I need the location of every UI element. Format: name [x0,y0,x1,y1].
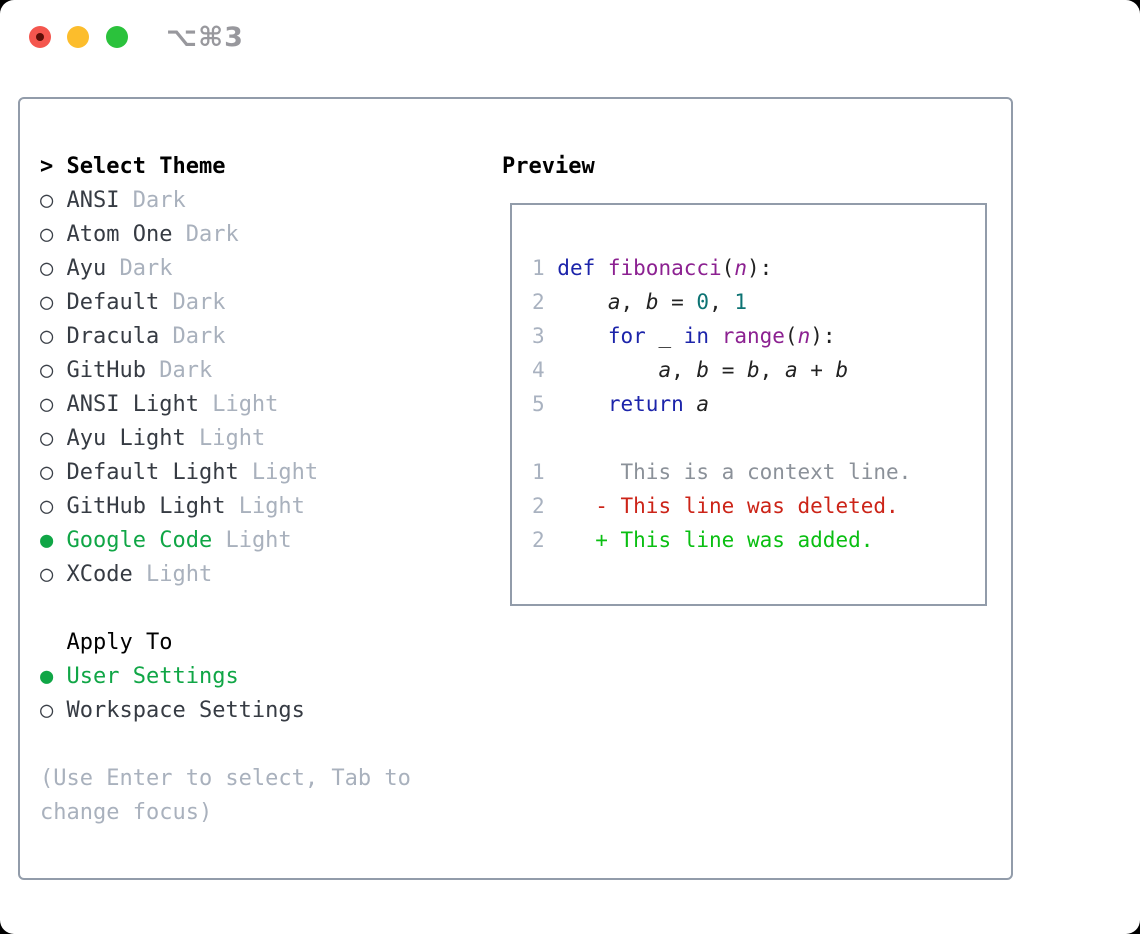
spacer [40,592,460,626]
radio-unselected-icon: ○ [40,392,54,417]
theme-variant: Dark [106,256,173,281]
theme-name: Google Code [66,528,213,553]
preview-title: Preview [502,154,595,179]
code-line: 4 a, b = b, a + b [532,358,849,382]
theme-name: Default [66,290,160,315]
radio-unselected-icon: ○ [40,290,54,315]
title-bar: ⌥⌘3 [0,0,1140,74]
theme-variant: Light [212,528,292,553]
theme-variant: Light [225,494,305,519]
radio-selected-icon: ● [40,664,54,689]
code-line: 1 def fibonacci(n): [532,256,773,280]
apply-to-title: Apply To [66,630,173,655]
preview-column: Preview 1 def fibonacci(n): 2 a, b = 0, 1… [502,150,987,606]
prompt-chevron-icon: > [40,154,54,179]
radio-unselected-icon: ○ [40,188,54,213]
radio-selected-icon: ● [40,528,54,553]
theme-name: ANSI [66,188,120,213]
diff-line: 2 + This line was added. [532,528,874,552]
apply-option-label: User Settings [66,664,239,689]
diff-line: 2 - This line was deleted. [532,494,899,518]
theme-option-xcode[interactable]: ○ XCode Light [40,558,460,592]
theme-option-ansi-light[interactable]: ○ ANSI Light Light [40,388,460,422]
theme-name: GitHub [66,358,146,383]
theme-name: Atom One [66,222,173,247]
diff-line: 1 This is a context line. [532,460,912,484]
apply-to-header: Apply To [40,626,460,660]
theme-name: Default Light [66,460,239,485]
select-theme-header: > Select Theme [40,150,460,184]
minimize-button[interactable] [67,26,89,48]
theme-name: XCode [66,562,133,587]
theme-variant: Dark [145,358,213,383]
theme-option-ayu-light[interactable]: ○ Ayu Light Light [40,422,460,456]
select-theme-title: Select Theme [66,154,226,179]
theme-list: ○ ANSI Dark○ Atom One Dark○ Ayu Dark○ De… [40,184,460,592]
apply-option-workspace-settings[interactable]: ○ Workspace Settings [40,694,460,728]
apply-option-label: Workspace Settings [66,698,305,723]
radio-unselected-icon: ○ [40,494,54,519]
theme-name: ANSI Light [66,392,199,417]
diff-preview: 1 This is a context line. 2 - This line w… [532,455,985,557]
apply-option-user-settings[interactable]: ● User Settings [40,660,460,694]
apply-to-list: ● User Settings○ Workspace Settings [40,660,460,728]
zoom-button[interactable] [106,26,128,48]
code-line: 3 for _ in range(n): [532,324,836,348]
theme-option-default-light[interactable]: ○ Default Light Light [40,456,460,490]
radio-unselected-icon: ○ [40,460,54,485]
theme-variant: Dark [119,188,186,213]
code-line: 2 a, b = 0, 1 [532,290,748,314]
theme-option-github[interactable]: ○ GitHub Dark [40,354,460,388]
theme-variant: Dark [159,324,226,349]
close-button[interactable] [29,26,51,48]
theme-picker-panel: > Select Theme ○ ANSI Dark○ Atom One Dar… [18,97,1013,880]
spacer [532,421,985,455]
theme-option-default[interactable]: ○ Default Dark [40,286,460,320]
theme-name: Ayu Light [66,426,186,451]
help-text: (Use Enter to select, Tab to change focu… [40,766,411,825]
left-column: > Select Theme ○ ANSI Dark○ Atom One Dar… [40,150,460,830]
radio-unselected-icon: ○ [40,256,54,281]
radio-unselected-icon: ○ [40,698,54,723]
theme-option-github-light[interactable]: ○ GitHub Light Light [40,490,460,524]
radio-unselected-icon: ○ [40,324,54,349]
theme-option-ansi[interactable]: ○ ANSI Dark [40,184,460,218]
window-shortcut-label: ⌥⌘3 [166,22,244,53]
radio-unselected-icon: ○ [40,358,54,383]
theme-option-google-code[interactable]: ● Google Code Light [40,524,460,558]
theme-variant: Light [238,460,319,485]
theme-option-dracula[interactable]: ○ Dracula Dark [40,320,460,354]
theme-name: Ayu [66,256,107,281]
theme-variant: Dark [159,290,226,315]
theme-name: GitHub Light [66,494,226,519]
theme-name: Dracula [66,324,160,349]
theme-variant: Light [132,562,213,587]
theme-variant: Light [198,392,279,417]
preview-box: 1 def fibonacci(n): 2 a, b = 0, 1 3 for _ … [510,203,987,606]
code-line: 5 return a [532,392,710,416]
radio-unselected-icon: ○ [40,426,54,451]
code-preview: 1 def fibonacci(n): 2 a, b = 0, 1 3 for _ … [532,251,985,421]
theme-option-atom-one[interactable]: ○ Atom One Dark [40,218,460,252]
radio-unselected-icon: ○ [40,222,54,247]
theme-variant: Light [185,426,266,451]
radio-unselected-icon: ○ [40,562,54,587]
theme-variant: Dark [172,222,239,247]
theme-option-ayu[interactable]: ○ Ayu Dark [40,252,460,286]
